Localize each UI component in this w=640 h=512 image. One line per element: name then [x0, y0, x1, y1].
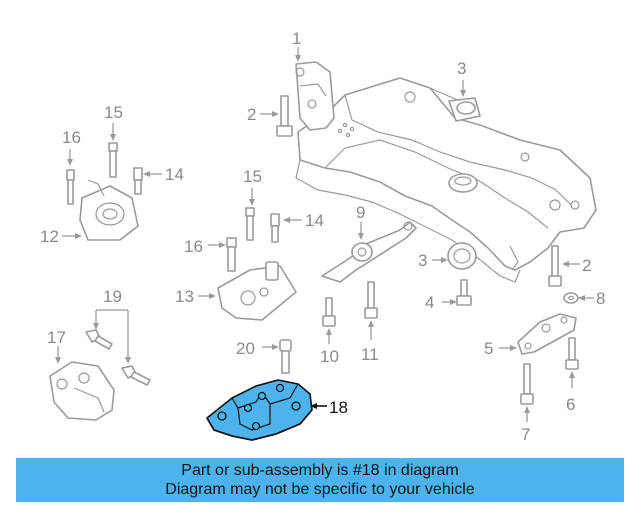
torque-arm-part-9: 9 [321, 203, 417, 283]
callout-14-upper: 14 [165, 165, 184, 184]
callout-14-middle: 14 [305, 211, 324, 230]
mount-part-3-upper: 3 [448, 59, 481, 122]
callout-16-middle: 16 [184, 237, 203, 256]
callout-19: 19 [103, 287, 122, 306]
bolt-part-11: 11 [361, 281, 379, 364]
mount-part-17: 17 [47, 328, 115, 421]
bolt-part-16-upper: 16 [62, 128, 81, 205]
banner-line-1: Part or sub-assembly is #18 in diagram [181, 462, 459, 479]
bracket-part-1: 1 [292, 29, 335, 131]
callout-2-upper: 2 [247, 105, 256, 124]
bolt-part-4: 4 [425, 279, 472, 312]
callout-3-middle: 3 [418, 251, 427, 270]
callout-5: 5 [484, 339, 493, 358]
callout-2-right: 2 [582, 256, 591, 275]
bolts-part-19: 19 [85, 287, 151, 386]
callout-13: 13 [175, 287, 194, 306]
callout-8: 8 [596, 289, 605, 308]
banner-line-2: Diagram may not be specific to your vehi… [165, 481, 475, 498]
bolt-part-2-right: 2 [548, 245, 591, 287]
callout-4: 4 [425, 293, 434, 312]
bolt-part-2-upper: 2 [247, 95, 293, 137]
bolt-part-14-middle: 14 [270, 211, 324, 243]
callout-9: 9 [356, 203, 365, 222]
bolt-part-15-middle: 15 [243, 167, 262, 241]
callout-17: 17 [47, 328, 66, 347]
callout-1: 1 [292, 29, 301, 48]
callout-15-upper: 15 [104, 103, 123, 122]
highlighted-bracket-part-18: 18 [206, 379, 348, 441]
callout-11: 11 [361, 345, 379, 364]
engine-mount-part-12: 12 [40, 179, 139, 246]
callout-6: 6 [566, 395, 575, 414]
info-banner: Part or sub-assembly is #18 in diagram D… [16, 458, 624, 502]
callout-10: 10 [320, 347, 339, 366]
bolt-part-16-middle: 16 [184, 237, 237, 272]
callout-20: 20 [236, 339, 255, 358]
bolt-part-10: 10 [320, 297, 339, 366]
bolt-part-7: 7 [520, 363, 534, 444]
bushing-part-3-middle: 3 [418, 242, 477, 270]
bracket-part-5: 5 [484, 313, 577, 358]
callout-3-upper: 3 [457, 59, 466, 78]
washer-part-8: 8 [563, 289, 605, 308]
bolt-part-20: 20 [236, 339, 292, 374]
parts-diagram: 1 2 3 16 15 14 [40, 29, 605, 444]
callout-12: 12 [40, 227, 59, 246]
bolt-part-14-upper: 14 [133, 165, 184, 195]
callout-15-middle: 15 [243, 167, 262, 186]
transmission-mount-part-13: 13 [175, 261, 297, 321]
bolt-part-15-upper: 15 [104, 103, 123, 178]
subframe [295, 77, 597, 283]
callout-7: 7 [521, 425, 530, 444]
callout-16-upper: 16 [62, 128, 81, 147]
bolt-part-6: 6 [565, 337, 579, 414]
callout-18: 18 [329, 398, 348, 417]
